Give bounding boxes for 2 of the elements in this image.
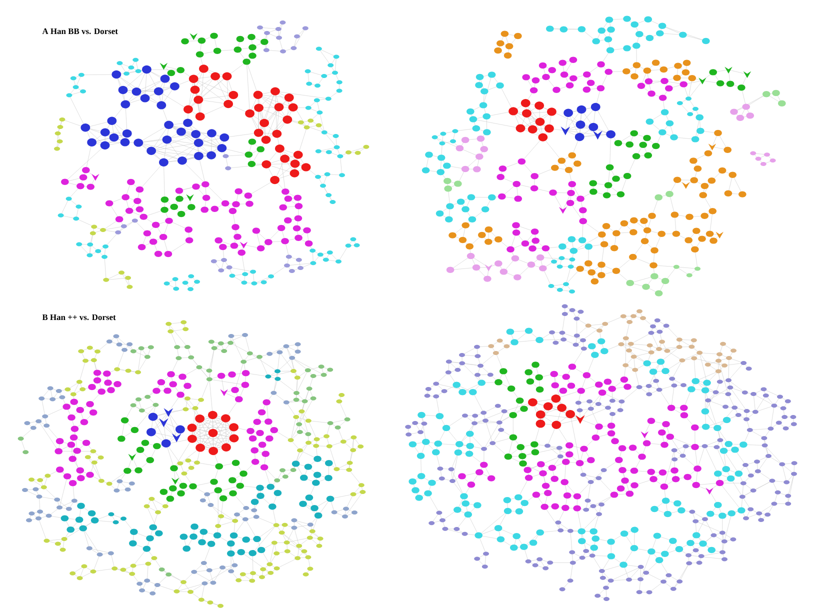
panel-title: A Han BB vs. Dorset	[42, 28, 118, 34]
panel-title: B Han ++ vs. Dorset	[42, 314, 116, 320]
